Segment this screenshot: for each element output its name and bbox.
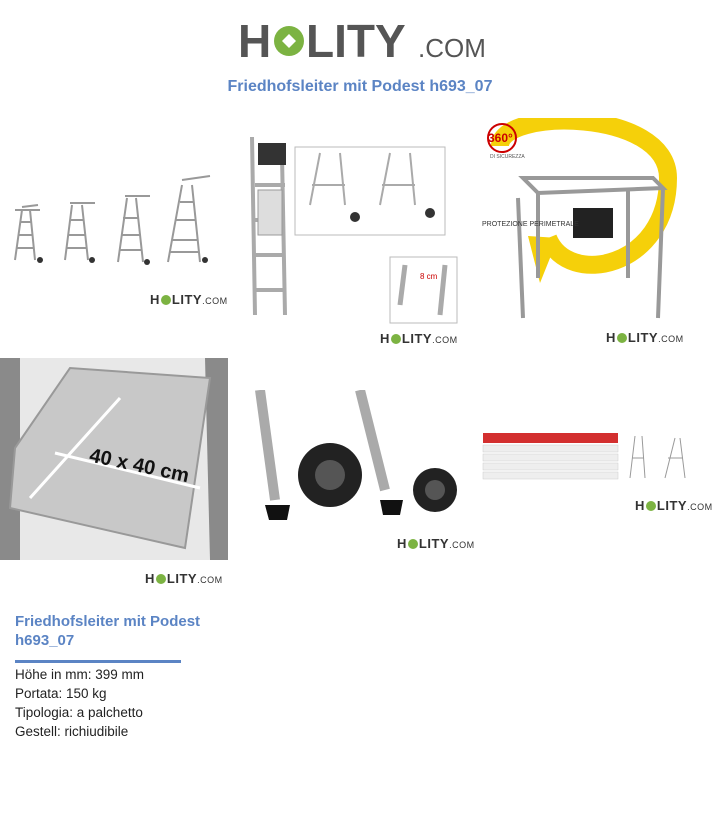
svg-text:8 cm: 8 cm <box>420 272 438 281</box>
spec-type: Tipologia: a palchetto <box>15 705 143 720</box>
logo-circle-icon <box>390 334 401 344</box>
page-title: Friedhofsleiter mit Podest h693_07 <box>227 78 493 95</box>
platform-illustration: 40 x 40 cm <box>0 358 228 560</box>
dimension-table-illustration <box>482 433 686 480</box>
logo-circle-icon <box>407 539 418 549</box>
ladder-sizes-illustration <box>14 175 211 265</box>
spec-height: Höhe in mm: 399 mm <box>15 667 145 682</box>
logo-circle-icon <box>616 333 627 343</box>
spec-capacity: Portata: 150 kg <box>15 686 107 701</box>
svg-text:H: H <box>238 15 271 66</box>
perimeter-illustration: 360° DI SICUREZZA PROTEZIONE PERIMETRALE <box>482 111 678 319</box>
title-underline <box>15 660 181 663</box>
brand-logo[interactable]: H LITY .COM <box>238 14 488 67</box>
svg-text:PROTEZIONE PERIMETRALE: PROTEZIONE PERIMETRALE <box>482 221 579 228</box>
wheels-illustration <box>255 388 457 520</box>
logo-circle-icon <box>155 574 166 584</box>
product-title: Friedhofsleiter mit Podest h693_07 <box>15 613 201 649</box>
svg-text:.COM: .COM <box>418 33 486 63</box>
svg-text:DI SICUREZZA: DI SICUREZZA <box>490 154 525 160</box>
logo-circle-icon <box>160 295 171 305</box>
gallery-image-perimeter-protection[interactable]: 360° DI SICUREZZA PROTEZIONE PERIMETRALE… <box>478 111 713 350</box>
ladder-detail-illustration: 8 cm <box>250 136 458 324</box>
spec-frame: Gestell: richiudibile <box>15 724 129 739</box>
svg-text:LITY: LITY <box>306 15 406 66</box>
logo-graphic: H LITY .COM <box>238 15 486 67</box>
rotate-360-icon <box>487 123 517 153</box>
logo-circle-icon <box>645 501 656 511</box>
svg-text:360°: 360° <box>488 131 513 145</box>
